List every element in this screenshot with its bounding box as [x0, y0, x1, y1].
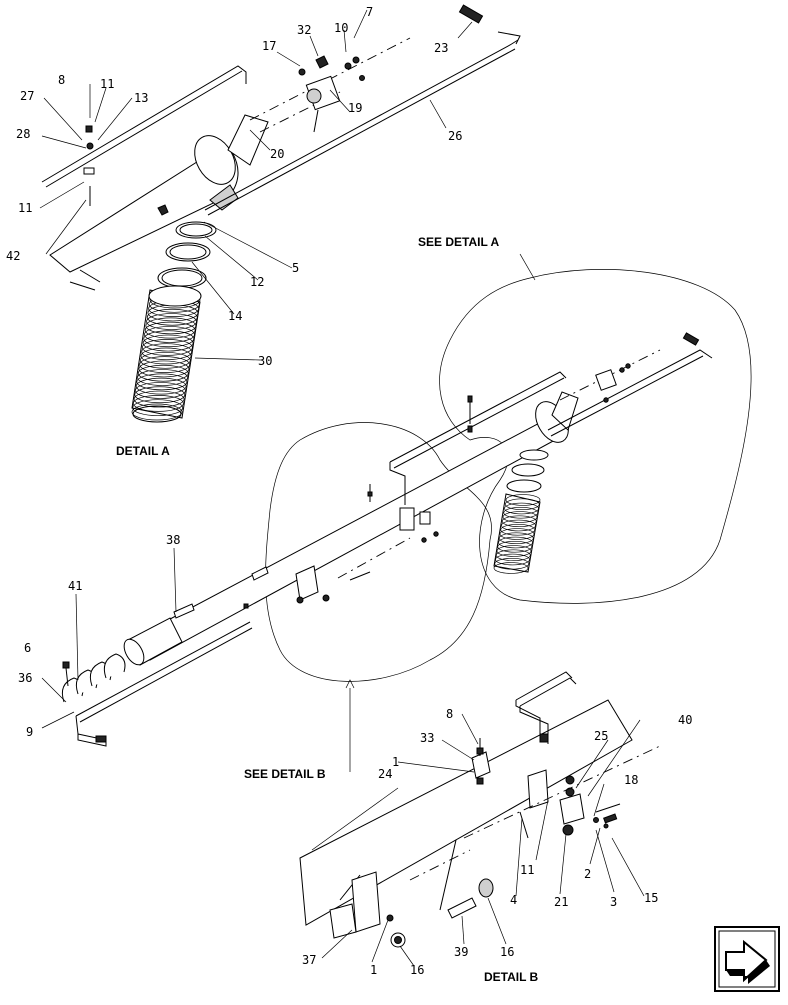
hose-rib [503, 506, 539, 519]
callout-25: 25 [594, 729, 608, 743]
callout-16: 16 [410, 963, 424, 977]
hose-rib [136, 373, 188, 391]
callout-13: 13 [134, 91, 148, 105]
hose-rib [504, 498, 540, 511]
detail-a-drawing: 7 10 32 17 23 8 11 13 27 28 19 26 20 11 … [6, 4, 521, 458]
hose-rib [142, 339, 193, 356]
callout-37: 37 [302, 953, 316, 967]
hose-rib [499, 528, 535, 540]
callout-19: 19 [348, 101, 362, 115]
callout-4: 4 [510, 893, 517, 907]
hose-rib [497, 540, 533, 553]
hose-rib [495, 549, 531, 562]
hose-rib [133, 395, 184, 412]
callout-26: 26 [448, 129, 462, 143]
hose-rib [135, 377, 187, 395]
hose-rib [501, 515, 537, 528]
callout-36: 36 [18, 671, 32, 685]
hose-rib [144, 321, 196, 339]
callout-39: 39 [454, 945, 468, 959]
callout-6: 6 [24, 641, 31, 655]
callout-15: 15 [644, 891, 658, 905]
hose-rib [500, 523, 536, 536]
callout-20: 20 [270, 147, 284, 161]
hose-rib [146, 313, 197, 330]
callout-8b: 8 [446, 707, 453, 721]
callout-3: 3 [610, 895, 617, 909]
hose-rib [144, 326, 195, 343]
callout-17: 17 [262, 39, 276, 53]
callout-10: 10 [334, 21, 348, 35]
callout-5: 5 [292, 261, 299, 275]
callout-41: 41 [68, 579, 82, 593]
hose-rib [502, 511, 538, 523]
callout-11c: 11 [520, 863, 534, 877]
hose-rib [496, 545, 532, 557]
callout-1b: 1 [370, 963, 377, 977]
callout-30: 30 [258, 354, 272, 368]
callout-32: 32 [297, 23, 311, 37]
see-detail-a-label: SEE DETAIL A [418, 235, 499, 249]
callout-7: 7 [366, 5, 373, 19]
hose-rib [141, 343, 193, 361]
callout-8: 8 [58, 73, 65, 87]
next-page-arrow-icon [714, 926, 780, 992]
callout-18: 18 [624, 773, 638, 787]
callout-28: 28 [16, 127, 30, 141]
callout-21: 21 [554, 895, 568, 909]
callout-23: 23 [434, 41, 448, 55]
callout-12: 12 [250, 275, 264, 289]
hose-rib [137, 364, 189, 382]
hose-rib [135, 382, 186, 399]
main-view-drawing: 38 41 6 36 9 SEE DETAIL A SEE DETAIL B [18, 235, 752, 781]
hose-rib [505, 494, 541, 506]
detail-a-caption: DETAIL A [116, 444, 170, 458]
next-page-button[interactable] [714, 926, 780, 992]
hose-rib [133, 390, 185, 408]
hose-rib [504, 502, 539, 515]
callout-1: 1 [392, 755, 399, 769]
detail-b-caption: DETAIL B [484, 970, 539, 984]
hose-rib [493, 562, 529, 574]
hose-rib [145, 317, 197, 335]
callout-9: 9 [26, 725, 33, 739]
hose-rib [501, 519, 536, 532]
callout-42: 42 [6, 249, 20, 263]
callout-24: 24 [378, 767, 392, 781]
callout-16b: 16 [500, 945, 514, 959]
hose-rib [137, 369, 188, 386]
hose-rib [139, 356, 190, 373]
hose-rib [498, 536, 533, 549]
hose-rib [131, 403, 183, 421]
callout-33: 33 [420, 731, 434, 745]
hose-rib [498, 532, 534, 545]
hose-rib [134, 386, 186, 404]
callout-14: 14 [228, 309, 242, 323]
see-detail-b-label: SEE DETAIL B [244, 767, 326, 781]
auger-flight [103, 653, 126, 679]
callout-27: 27 [20, 89, 34, 103]
callout-11b: 11 [18, 201, 32, 215]
hose-rib [142, 334, 194, 352]
detail-b-drawing: 40 8 33 25 1 18 24 11 2 3 15 4 21 37 1 1… [299, 671, 692, 984]
hose-rib [132, 399, 184, 417]
hose-rib [495, 553, 530, 566]
hose-rib [139, 351, 191, 369]
callout-11: 11 [100, 77, 114, 91]
hose-rib [146, 308, 198, 326]
callout-40: 40 [678, 713, 692, 727]
hose-rib [138, 360, 190, 378]
callout-38: 38 [166, 533, 180, 547]
callout-2: 2 [584, 867, 591, 881]
hose-rib [143, 330, 195, 348]
hose-rib [140, 347, 192, 365]
hose-rib [494, 557, 530, 570]
